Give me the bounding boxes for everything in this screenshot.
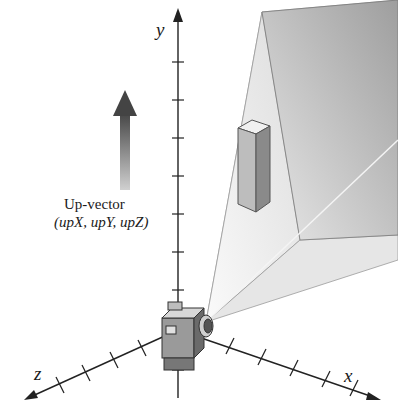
axis-label: y [156,20,164,41]
vector-label: Up-vector [64,196,125,213]
vector-components: (upX, upY, upZ) [54,214,148,231]
axis-label: z [34,364,41,385]
axis-label: x [344,366,352,387]
